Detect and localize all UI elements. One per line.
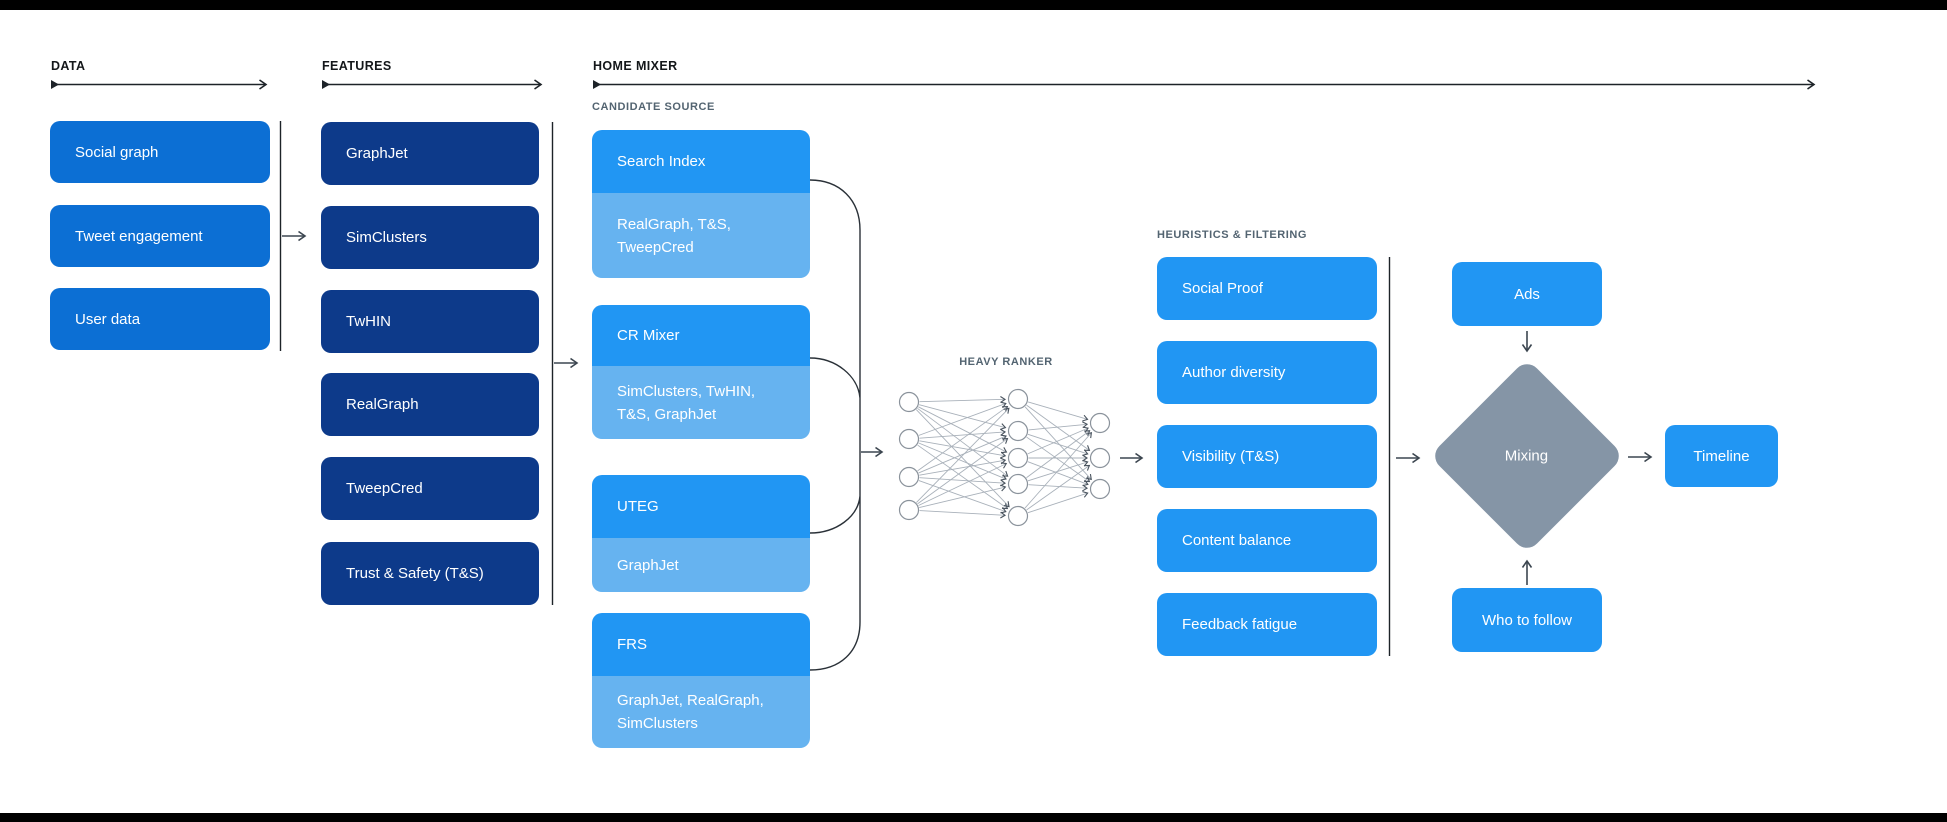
network-edge <box>1026 464 1091 511</box>
feature-box-tweepcred: TweepCred <box>321 457 539 520</box>
network-node <box>1007 473 1029 495</box>
network-edge <box>919 477 1007 487</box>
network-node <box>1007 447 1029 469</box>
candidate-group-name: Search Index <box>592 130 810 193</box>
feature-box-simclusters: SimClusters <box>321 206 539 269</box>
mixing-label: Mixing <box>1505 447 1549 465</box>
heuristic-box-author-diversity: Author diversity <box>1157 341 1377 404</box>
network-edge <box>1028 484 1089 492</box>
network-edge <box>918 434 1007 474</box>
network-edge <box>1028 421 1089 431</box>
ads-box: Ads <box>1452 262 1602 326</box>
heuristic-box-visibility-t-s-: Visibility (T&S) <box>1157 425 1377 488</box>
network-edge <box>918 442 1007 481</box>
heuristics-filtering-label: HEURISTICS & FILTERING <box>1157 229 1308 241</box>
ads-label: Ads <box>1514 285 1540 303</box>
network-edge <box>1026 430 1091 479</box>
heuristic-box-feedback-fatigue: Feedback fatigue <box>1157 593 1377 656</box>
network-edge <box>918 406 1008 454</box>
network-edge <box>917 438 1009 505</box>
network-node <box>1007 388 1029 410</box>
heavy-ranker-network <box>898 388 1111 527</box>
network-edge <box>918 462 1008 506</box>
network-node <box>898 428 920 450</box>
network-edge <box>917 444 1009 510</box>
network-edge <box>1027 491 1089 514</box>
network-edge <box>1026 436 1091 483</box>
feature-box-realgraph: RealGraph <box>321 373 539 436</box>
candidate-group-inputs: SimClusters, TwHIN,T&S, GraphJet <box>592 366 810 439</box>
section-label-features: FEATURES <box>322 59 392 73</box>
candidate-merge-curves <box>809 179 861 671</box>
timeline-label: Timeline <box>1693 447 1750 465</box>
bottom-black-bar <box>0 813 1947 822</box>
section-label-home-mixer: HOME MIXER <box>593 59 678 73</box>
who-to-follow-label: Who to follow <box>1481 611 1573 629</box>
network-node <box>898 499 920 521</box>
network-edge <box>919 440 1007 459</box>
feature-box-trust-safety-t-s-: Trust & Safety (T&S) <box>321 542 539 605</box>
network-node <box>1007 505 1029 527</box>
network-edge <box>918 480 1007 514</box>
top-black-bar <box>0 0 1947 10</box>
network-edge <box>919 510 1007 519</box>
network-edge <box>919 428 1007 439</box>
candidate-group-inputs: GraphJet <box>592 538 810 592</box>
network-node <box>1089 478 1111 500</box>
network-edge <box>917 407 1009 477</box>
network-node <box>898 466 920 488</box>
data-source-box-user-data: User data <box>50 288 270 350</box>
network-node <box>1089 412 1111 434</box>
network-edge <box>1027 433 1089 456</box>
network-edge <box>919 404 1007 430</box>
network-node <box>898 391 920 413</box>
data-source-box-social-graph: Social graph <box>50 121 270 183</box>
network-node <box>1007 420 1029 442</box>
feature-box-twhin: TwHIN <box>321 290 539 353</box>
network-edge <box>919 396 1006 403</box>
network-edge <box>918 401 1007 436</box>
network-edge <box>1024 406 1092 481</box>
network-edge <box>919 457 1007 476</box>
candidate-group-name: FRS <box>592 613 810 676</box>
network-edge <box>1027 401 1089 422</box>
candidate-group-name: CR Mixer <box>592 305 810 366</box>
network-node <box>1089 447 1111 469</box>
candidate-source-label: CANDIDATE SOURCE <box>592 101 715 113</box>
candidate-group-inputs: RealGraph, T&S,TweepCred <box>592 193 810 278</box>
feature-box-graphjet: GraphJet <box>321 122 539 185</box>
who-to-follow-box: Who to follow <box>1452 588 1602 652</box>
timeline-box: Timeline <box>1665 425 1778 487</box>
section-label-data: DATA <box>51 59 86 73</box>
network-edge <box>1027 461 1089 487</box>
network-edge <box>1024 432 1093 509</box>
candidate-group-inputs: GraphJet, RealGraph,SimClusters <box>592 676 810 748</box>
network-edge <box>919 484 1007 509</box>
data-source-box-tweet-engagement: Tweet engagement <box>50 205 270 267</box>
network-edge <box>917 405 1009 472</box>
network-edge <box>916 407 1010 503</box>
heuristic-box-social-proof: Social Proof <box>1157 257 1377 320</box>
heavy-ranker-label: HEAVY RANKER <box>959 356 1053 368</box>
network-edge <box>915 409 1010 508</box>
candidate-group-name: UTEG <box>592 475 810 538</box>
network-edge <box>1026 404 1091 451</box>
heuristic-box-content-balance: Content balance <box>1157 509 1377 572</box>
network-edge <box>1027 426 1089 455</box>
